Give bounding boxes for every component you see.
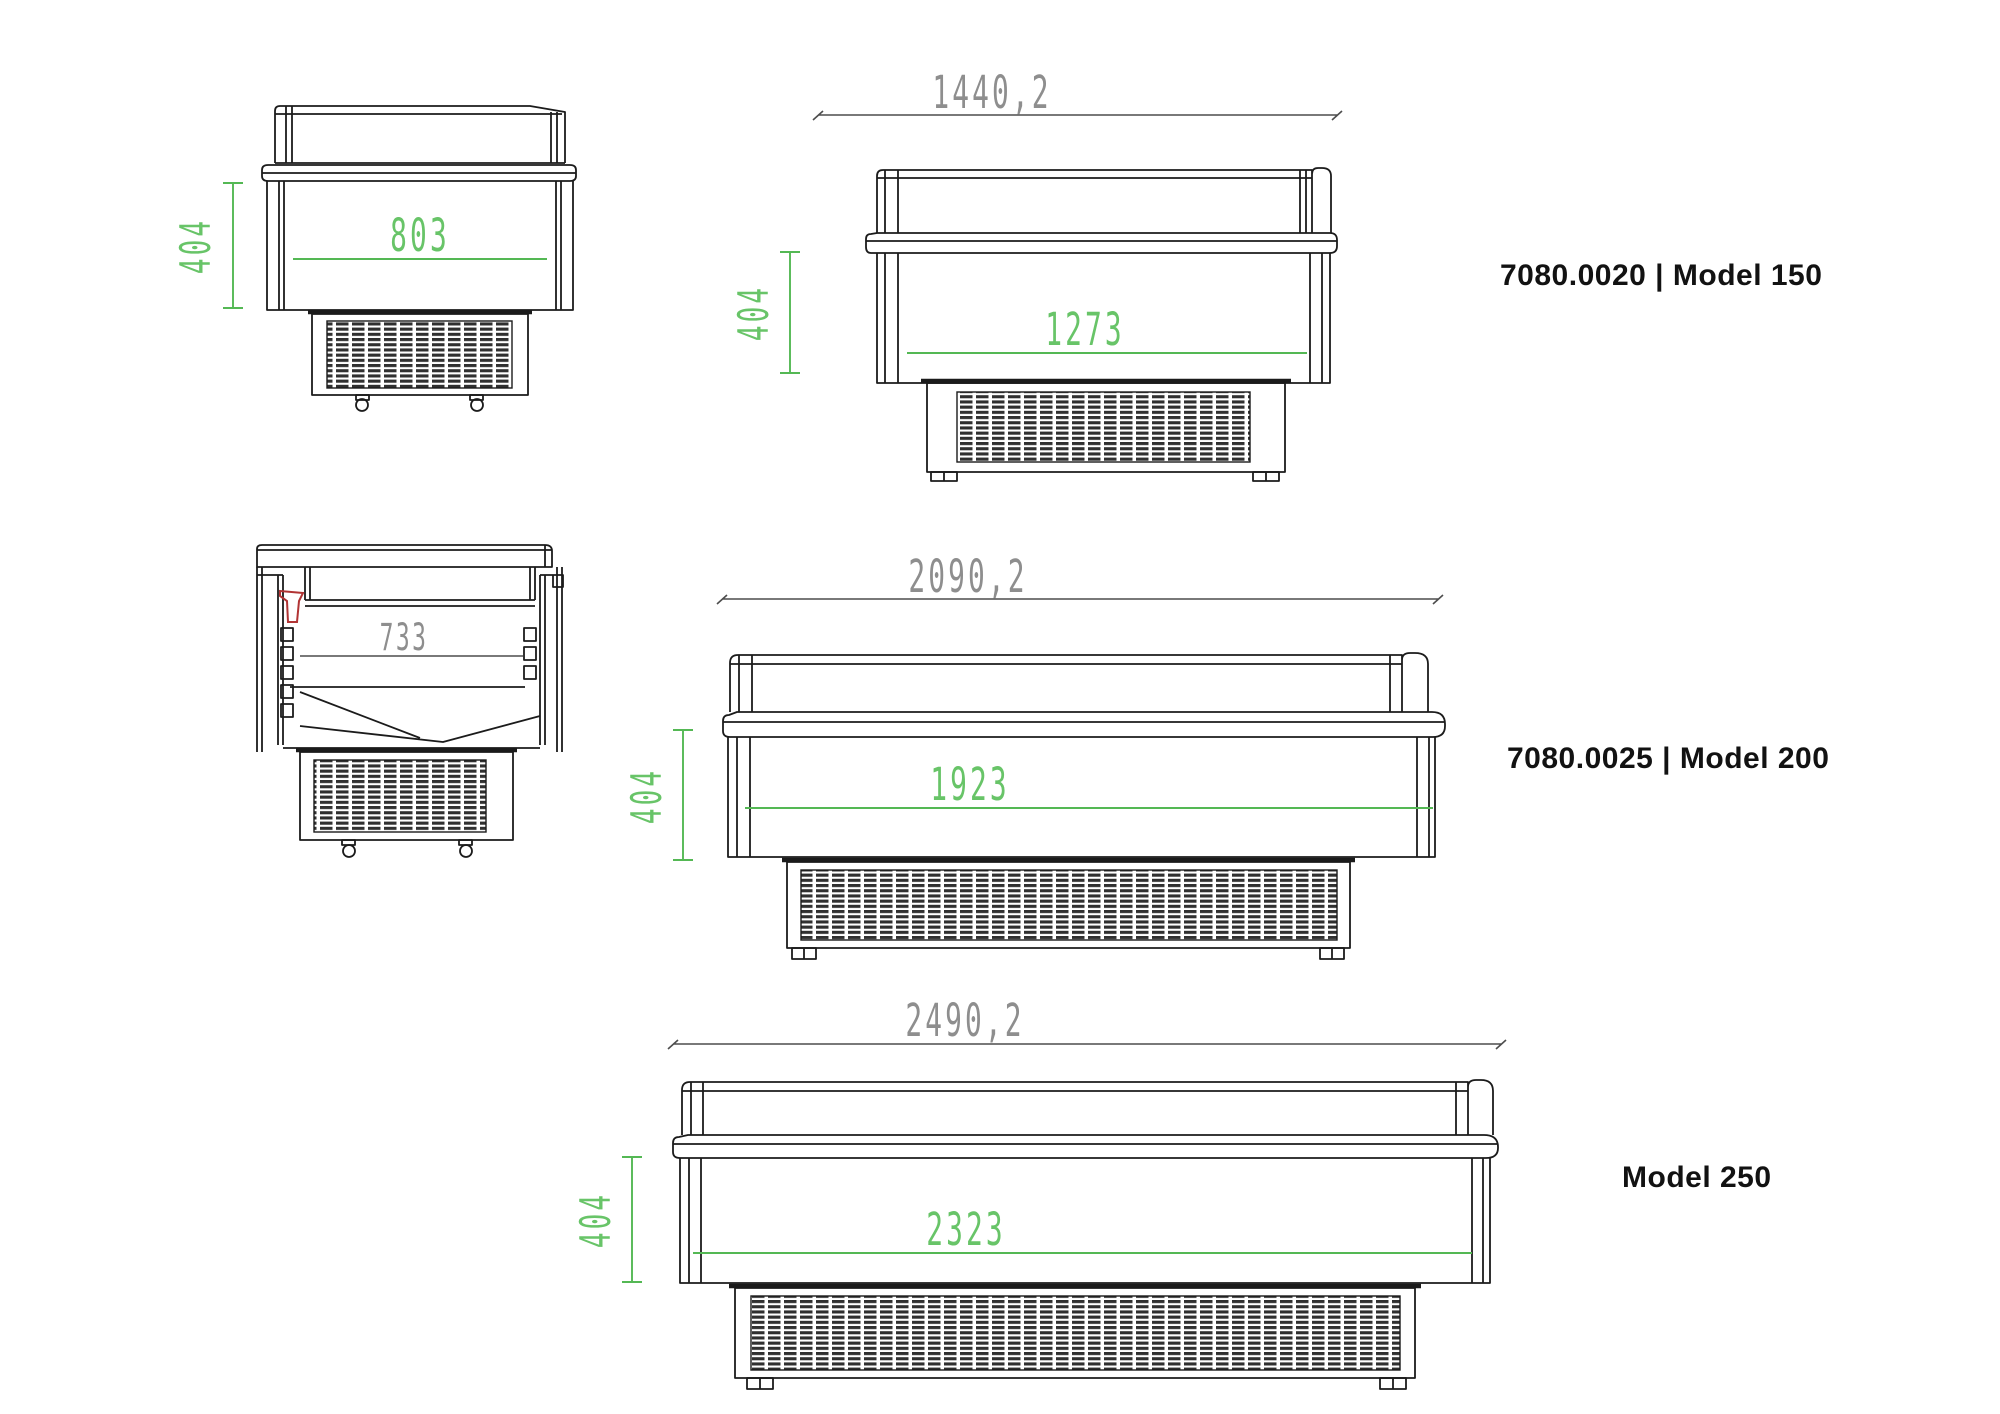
model-200-front-view [722,652,1446,960]
side-base-box [299,751,514,841]
model-250-front-dimensions: 2490,2 2323 404 [573,994,1507,1283]
dimension-line-overall-width [716,594,1444,605]
front-bumper-band [672,1134,1499,1159]
model-150-front-view [865,167,1338,482]
front-feet [930,471,1280,482]
model-250-label: Model 250 [1622,1161,1772,1194]
side-lid-outline [274,105,566,164]
shelf-bracket-slots-right [523,627,537,680]
dimension-line-height [622,1156,642,1283]
dimension-line-overall-width [667,1039,1507,1050]
dimension-text-inner-width: 1923 [930,758,1010,811]
front-body-outline [679,1158,1491,1284]
dimension-text-side-width: 733 [380,616,429,659]
dimension-text-overall-width: 2090,2 [908,550,1027,603]
front-feet [791,947,1345,960]
dimension-text-side-height: 404 [173,218,221,274]
front-vent-grille [750,1295,1401,1371]
dimension-text-inner-width: 2323 [926,1203,1006,1256]
front-base-box [734,1287,1416,1379]
dimension-text-height: 404 [624,768,672,824]
dimension-text-overall-width: 1440,2 [932,66,1051,119]
front-vent-grille [800,869,1338,941]
dimension-line-height [223,182,243,309]
model-150-side-view [261,105,577,412]
front-bumper-band [722,711,1446,738]
caster-wheel [470,398,484,412]
front-bumper-band [865,232,1338,254]
model-150-label: 7080.0020 | Model 150 [1500,259,1822,292]
model-250-group: 2490,2 2323 404 Model 250 [573,994,1772,1390]
side-interior-liner [283,567,541,749]
shelf-bracket-slots-left [280,627,294,718]
caster-wheel [355,398,369,412]
red-corner-detail [279,589,305,623]
side-vent-grille [326,320,513,389]
front-lid-outline [681,1079,1494,1135]
side-caster-mounts [355,394,484,401]
model-200-side-dimensions: 733 [300,616,523,660]
dimension-text-inner-width: 1273 [1045,303,1125,356]
side-base-box [311,313,529,396]
front-feet [746,1377,1407,1390]
caster-wheel [459,844,473,858]
front-base-box [926,382,1286,473]
model-150-side-dimensions: 803 404 [173,182,547,309]
front-lid-outline [876,167,1332,233]
dimension-line-height [673,729,693,861]
model-150-group: 803 404 1440,2 1273 404 7080.0020 | Mode… [173,66,1822,482]
dimension-text-height: 404 [573,1192,621,1248]
model-200-label: 7080.0025 | Model 200 [1507,742,1829,775]
front-body-outline [727,737,1436,858]
model-250-front-view [672,1079,1499,1390]
model-200-side-view [256,544,564,858]
model-200-front-dimensions: 2090,2 1923 404 [624,550,1444,861]
side-open-lid-slab [256,544,553,568]
side-left-post [256,567,284,752]
dimension-text-overall-width: 2490,2 [905,994,1024,1047]
model-150-front-dimensions: 1440,2 1273 404 [731,66,1343,374]
side-caster-mounts [341,839,473,846]
side-bumper-band [261,164,577,182]
front-base-box [786,861,1351,949]
caster-wheel [342,844,356,858]
front-lid-outline [729,652,1429,712]
dimension-line-height [780,251,800,374]
dimension-line-overall-width [812,110,1343,121]
dimension-text-side-width: 803 [390,209,450,262]
dimension-text-height: 404 [731,285,779,341]
model-200-group: 733 2090,2 1923 404 7080.0025 | Model 20… [256,544,1829,960]
front-vent-grille [956,391,1251,463]
side-vent-grille [313,759,487,833]
side-right-post [539,567,564,752]
